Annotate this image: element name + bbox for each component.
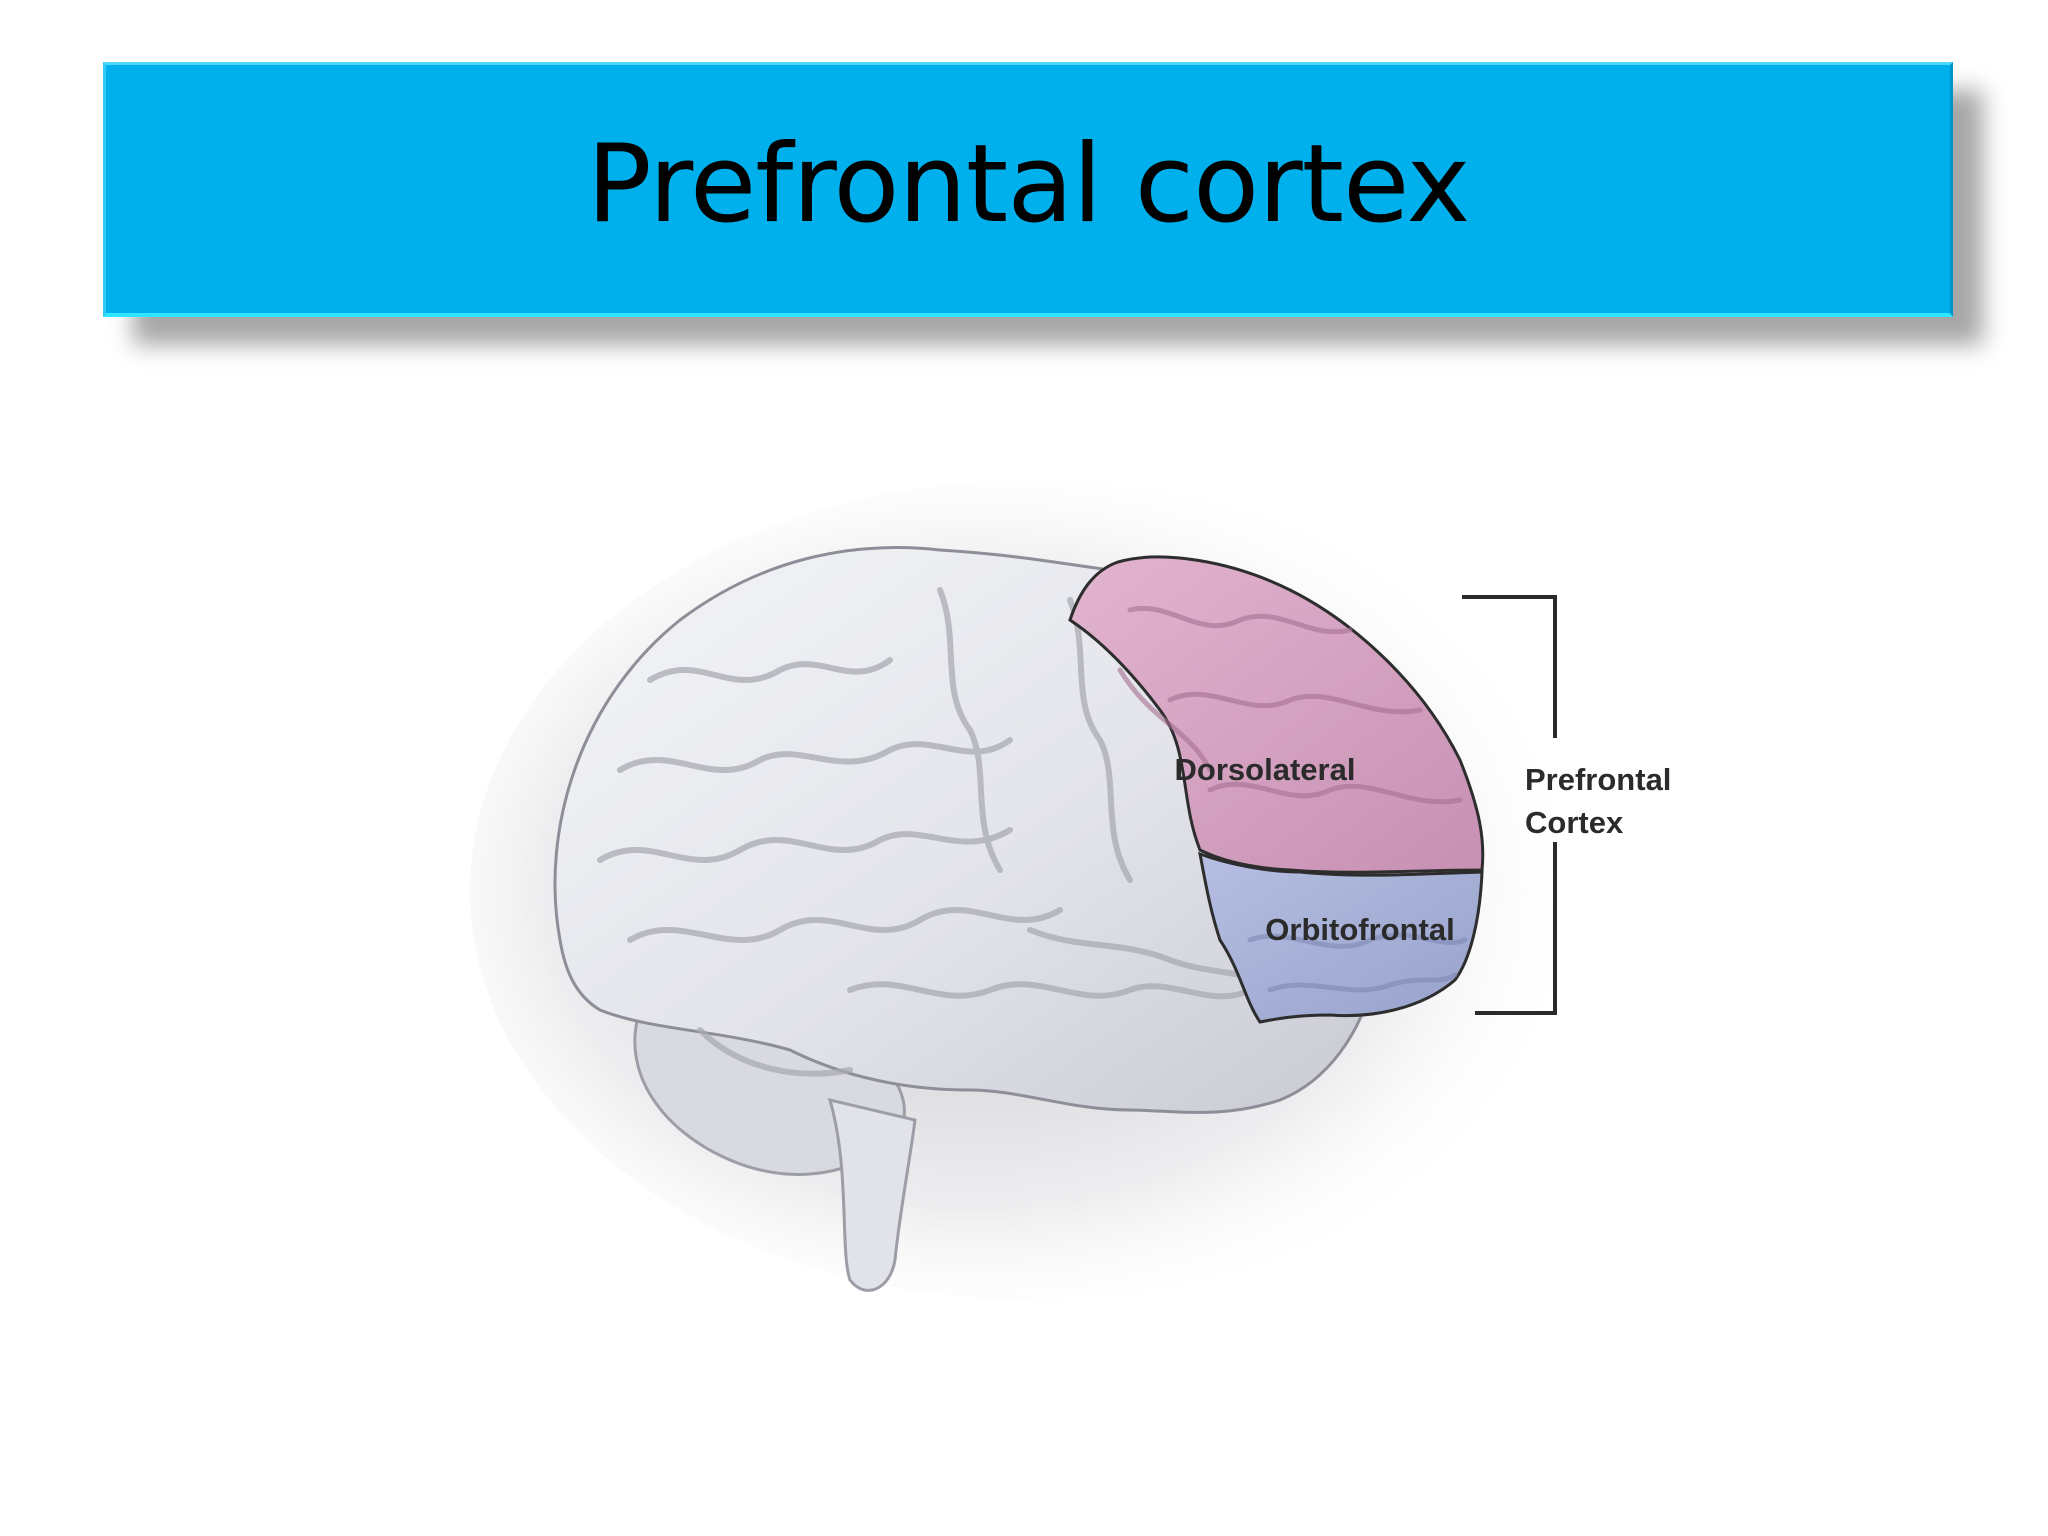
dorsolateral-label: Dorsolateral [1175,752,1356,787]
dorsolateral-texture [1117,605,1463,805]
prefrontal-bracket [1462,595,1557,1015]
bracket-label-line1: Prefrontal [1525,762,1671,797]
bracket-label-line2: Cortex [1525,805,1624,840]
title-banner: Prefrontal cortex [103,62,1953,317]
brain-diagram: Dorsolateral Orbitofrontal Prefrontal Co… [470,480,1671,1300]
brainstem [827,1097,917,1292]
slide-title: Prefrontal cortex [586,121,1471,247]
orbitofrontal-texture [1247,932,1468,993]
orbitofrontal-label: Orbitofrontal [1265,912,1454,947]
brain-figure: Dorsolateral Orbitofrontal Prefrontal Co… [470,470,1770,1340]
dorsolateral-region [1068,555,1485,874]
